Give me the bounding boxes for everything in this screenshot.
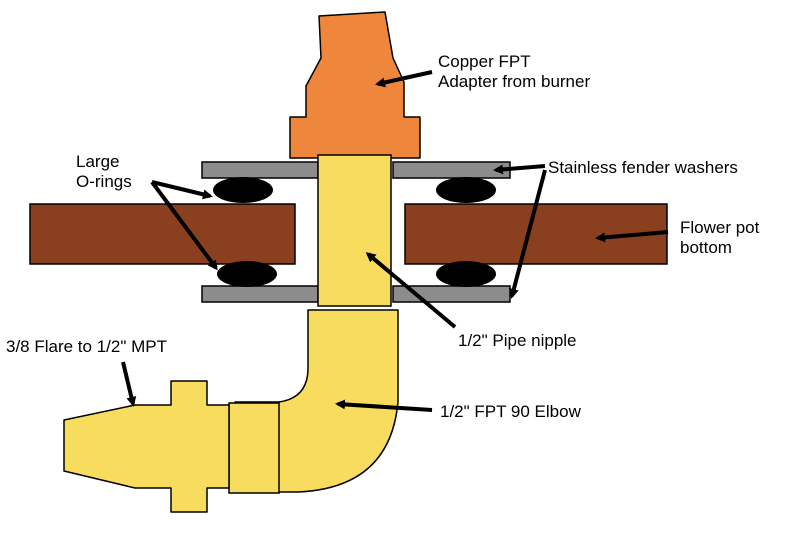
washer-bottom-left bbox=[201, 285, 319, 303]
label-washers: Stainless fender washers bbox=[548, 158, 738, 178]
label-orings-line1: Large bbox=[76, 152, 120, 171]
label-pot-line1: Flower pot bbox=[680, 218, 760, 237]
arrow-oring-bottom bbox=[150, 180, 218, 271]
flower-pot-left bbox=[29, 203, 296, 265]
label-flower-pot: Flower pot bottom bbox=[680, 218, 759, 258]
arrow-copper bbox=[375, 70, 433, 88]
arrow-oring-top bbox=[151, 180, 213, 200]
label-washers-text: Stainless fender washers bbox=[548, 158, 738, 177]
arrow-washer-left bbox=[493, 164, 546, 175]
label-nipple-text: 1/2" Pipe nipple bbox=[458, 331, 577, 350]
label-copper-line2: Adapter from burner bbox=[438, 72, 591, 91]
label-flare-text: 3/8 Flare to 1/2" MPT bbox=[6, 337, 167, 356]
label-flare-adapter: 3/8 Flare to 1/2" MPT bbox=[6, 337, 167, 357]
label-pot-line2: bottom bbox=[680, 238, 732, 257]
label-pipe-nipple: 1/2" Pipe nipple bbox=[458, 331, 577, 351]
label-orings: Large O-rings bbox=[76, 152, 132, 192]
label-copper-adapter: Copper FPT Adapter from burner bbox=[438, 52, 590, 92]
arrow-flare bbox=[121, 361, 137, 407]
oring-bottom-left bbox=[217, 261, 277, 287]
washer-top-left bbox=[201, 161, 319, 179]
washer-top-right bbox=[392, 161, 511, 179]
label-copper-line1: Copper FPT bbox=[438, 52, 531, 71]
arrow-elbow bbox=[335, 399, 433, 412]
elbow-collar bbox=[228, 402, 280, 494]
copper-adapter bbox=[289, 11, 421, 159]
arrow-pot bbox=[595, 230, 669, 243]
label-elbow: 1/2" FPT 90 Elbow bbox=[440, 402, 581, 422]
oring-top-right bbox=[436, 177, 496, 203]
label-orings-line2: O-rings bbox=[76, 172, 132, 191]
pipe-nipple bbox=[317, 154, 392, 307]
label-elbow-text: 1/2" FPT 90 Elbow bbox=[440, 402, 581, 421]
flare-adapter bbox=[63, 380, 230, 513]
oring-top-left bbox=[213, 177, 273, 203]
arrow-nipple bbox=[365, 252, 457, 329]
oring-bottom-right bbox=[436, 261, 496, 287]
arrow-washer-right bbox=[508, 169, 547, 299]
